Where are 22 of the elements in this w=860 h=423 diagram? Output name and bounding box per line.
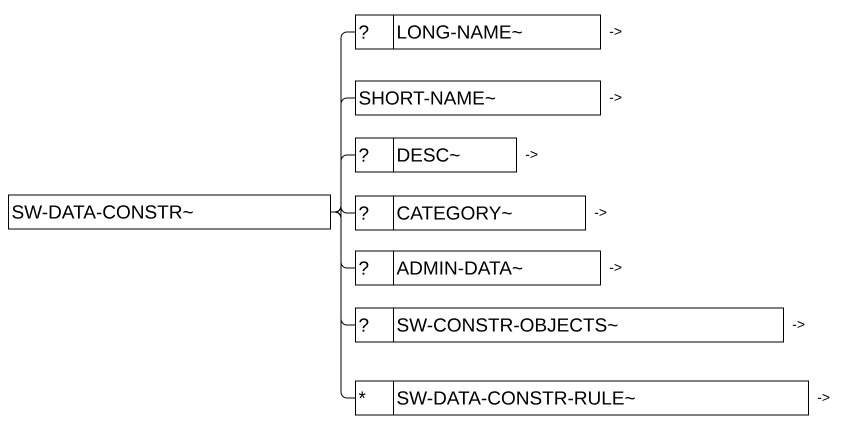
reference-text: -> (610, 264, 622, 272)
reference-text: -> (610, 94, 622, 102)
element-box: ADMIN-DATA~ (393, 250, 601, 286)
connector-line (330, 212, 356, 398)
marker-box: ? (355, 307, 394, 342)
element-box: DESC~ (393, 138, 517, 172)
reference-text: -> (594, 208, 606, 216)
reference-text: -> (526, 150, 538, 158)
marker-box: ? (355, 14, 394, 50)
marker-box: ? (355, 250, 394, 286)
reference-text: -> (792, 320, 804, 328)
marker-box: ? (355, 196, 394, 230)
element-box: SW-CONSTR-OBJECTS~ (393, 307, 784, 342)
marker-box: ? (355, 138, 394, 172)
element-box: SW-DATA-CONSTR-RULE~ (393, 380, 809, 416)
element-box: CATEGORY~ (393, 196, 586, 230)
reference-text: -> (610, 28, 622, 36)
element-box: SW-DATA-CONSTR~ (8, 194, 331, 230)
element-box: SHORT-NAME~ (355, 80, 601, 116)
marker-box: * (355, 380, 394, 416)
element-box: LONG-NAME~ (393, 14, 601, 50)
reference-text: -> (818, 394, 830, 402)
